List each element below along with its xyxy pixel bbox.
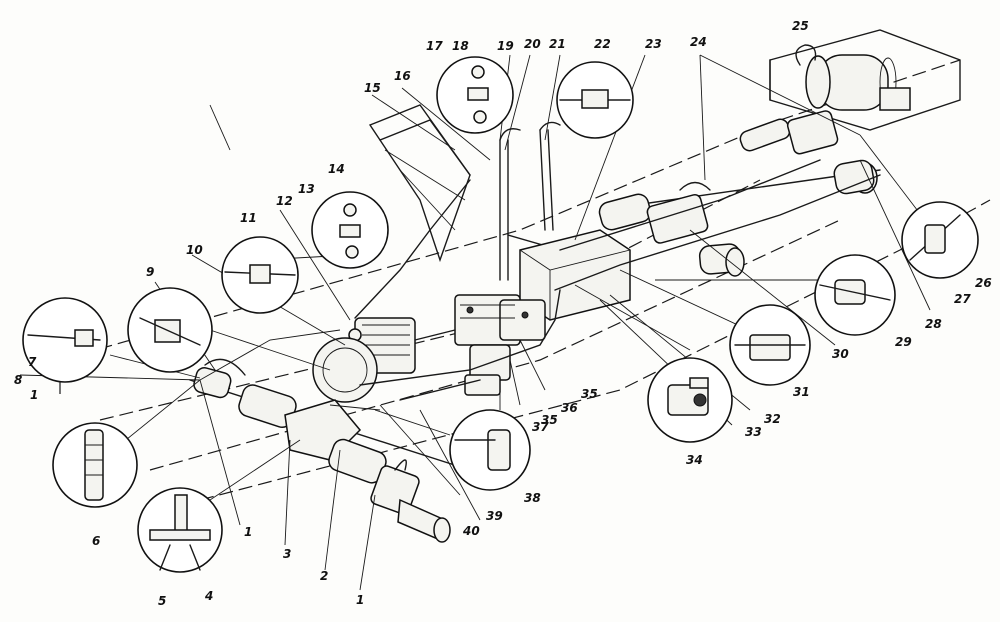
callout-9: 9 — [146, 265, 154, 279]
callout-33: 33 — [745, 425, 762, 439]
callout-4: 4 — [204, 589, 213, 603]
detail-bubble-8-7 — [22, 297, 108, 383]
callout-23: 23 — [645, 37, 662, 51]
detail-bubble-26-27 — [901, 201, 979, 279]
callout-6: 6 — [92, 534, 100, 548]
callout-1: 1 — [30, 388, 38, 402]
callout-35: 35 — [541, 413, 558, 427]
detail-bubble-9 — [127, 287, 213, 373]
callout-30: 30 — [832, 347, 849, 361]
callout-38: 38 — [524, 491, 541, 505]
callout-16: 16 — [394, 69, 411, 83]
detail-bubble-4-5 — [137, 487, 223, 573]
callout-29: 29 — [895, 335, 912, 349]
detail-bubble-6 — [52, 422, 138, 508]
callout-8: 8 — [14, 373, 22, 387]
callout-17: 17 — [426, 39, 443, 53]
callout-11: 11 — [240, 211, 257, 225]
seat-frame — [368, 104, 471, 263]
callout-2: 2 — [320, 569, 328, 583]
detail-bubble-34 — [647, 357, 733, 443]
callout-34: 34 — [686, 453, 703, 467]
callout-24: 24 — [690, 35, 707, 49]
callout-19: 19 — [497, 39, 514, 53]
detail-bubble-17-18 — [436, 56, 514, 134]
callout-15: 15 — [364, 81, 381, 95]
detail-bubble-31 — [729, 304, 811, 386]
callout-18: 18 — [452, 39, 469, 53]
air-reservoir-25 — [795, 44, 911, 111]
callout-26: 26 — [975, 276, 992, 290]
callout-28: 28 — [925, 317, 942, 331]
callout-14: 14 — [328, 162, 345, 176]
callout-labels: 1 1 1 2 3 4 5 6 8 9 10 11 12 13 14 15 16… — [14, 19, 992, 608]
detail-bubble-38 — [449, 409, 531, 491]
callout-13: 13 — [298, 182, 315, 196]
callout-12: 12 — [276, 194, 293, 208]
callout-31: 31 — [793, 385, 810, 399]
front-axle-assembly — [189, 358, 471, 543]
callout-5: 5 — [158, 594, 166, 608]
callout-3: 3 — [283, 547, 291, 561]
brake-valve-cluster — [454, 294, 546, 396]
rear-axle-assembly — [598, 110, 881, 277]
callout-1: 1 — [356, 593, 364, 607]
callout-10: 10 — [186, 243, 203, 257]
detail-bubble-11 — [221, 236, 299, 314]
callout-32: 32 — [764, 412, 781, 426]
callout-1: 1 — [244, 525, 252, 539]
callout-39: 39 — [486, 509, 503, 523]
callout-25: 25 — [792, 19, 809, 33]
detail-bubble-22 — [556, 61, 634, 139]
callout-20: 20 — [524, 37, 541, 51]
callout-21: 21 — [549, 37, 566, 51]
callout-36: 36 — [561, 401, 578, 415]
callout-27: 27 — [954, 292, 971, 306]
rear-frame-box — [769, 29, 961, 131]
callout-40: 40 — [462, 524, 480, 538]
callout-22: 22 — [594, 37, 611, 51]
callout-35: 35 — [581, 387, 598, 401]
detail-bubble-29 — [814, 254, 896, 336]
detail-bubble-13-14 — [311, 191, 389, 269]
callout-37: 37 — [532, 420, 549, 434]
flywheel-10 — [312, 337, 378, 403]
brake-lines — [199, 159, 881, 411]
callout-7: 7 — [28, 355, 37, 369]
